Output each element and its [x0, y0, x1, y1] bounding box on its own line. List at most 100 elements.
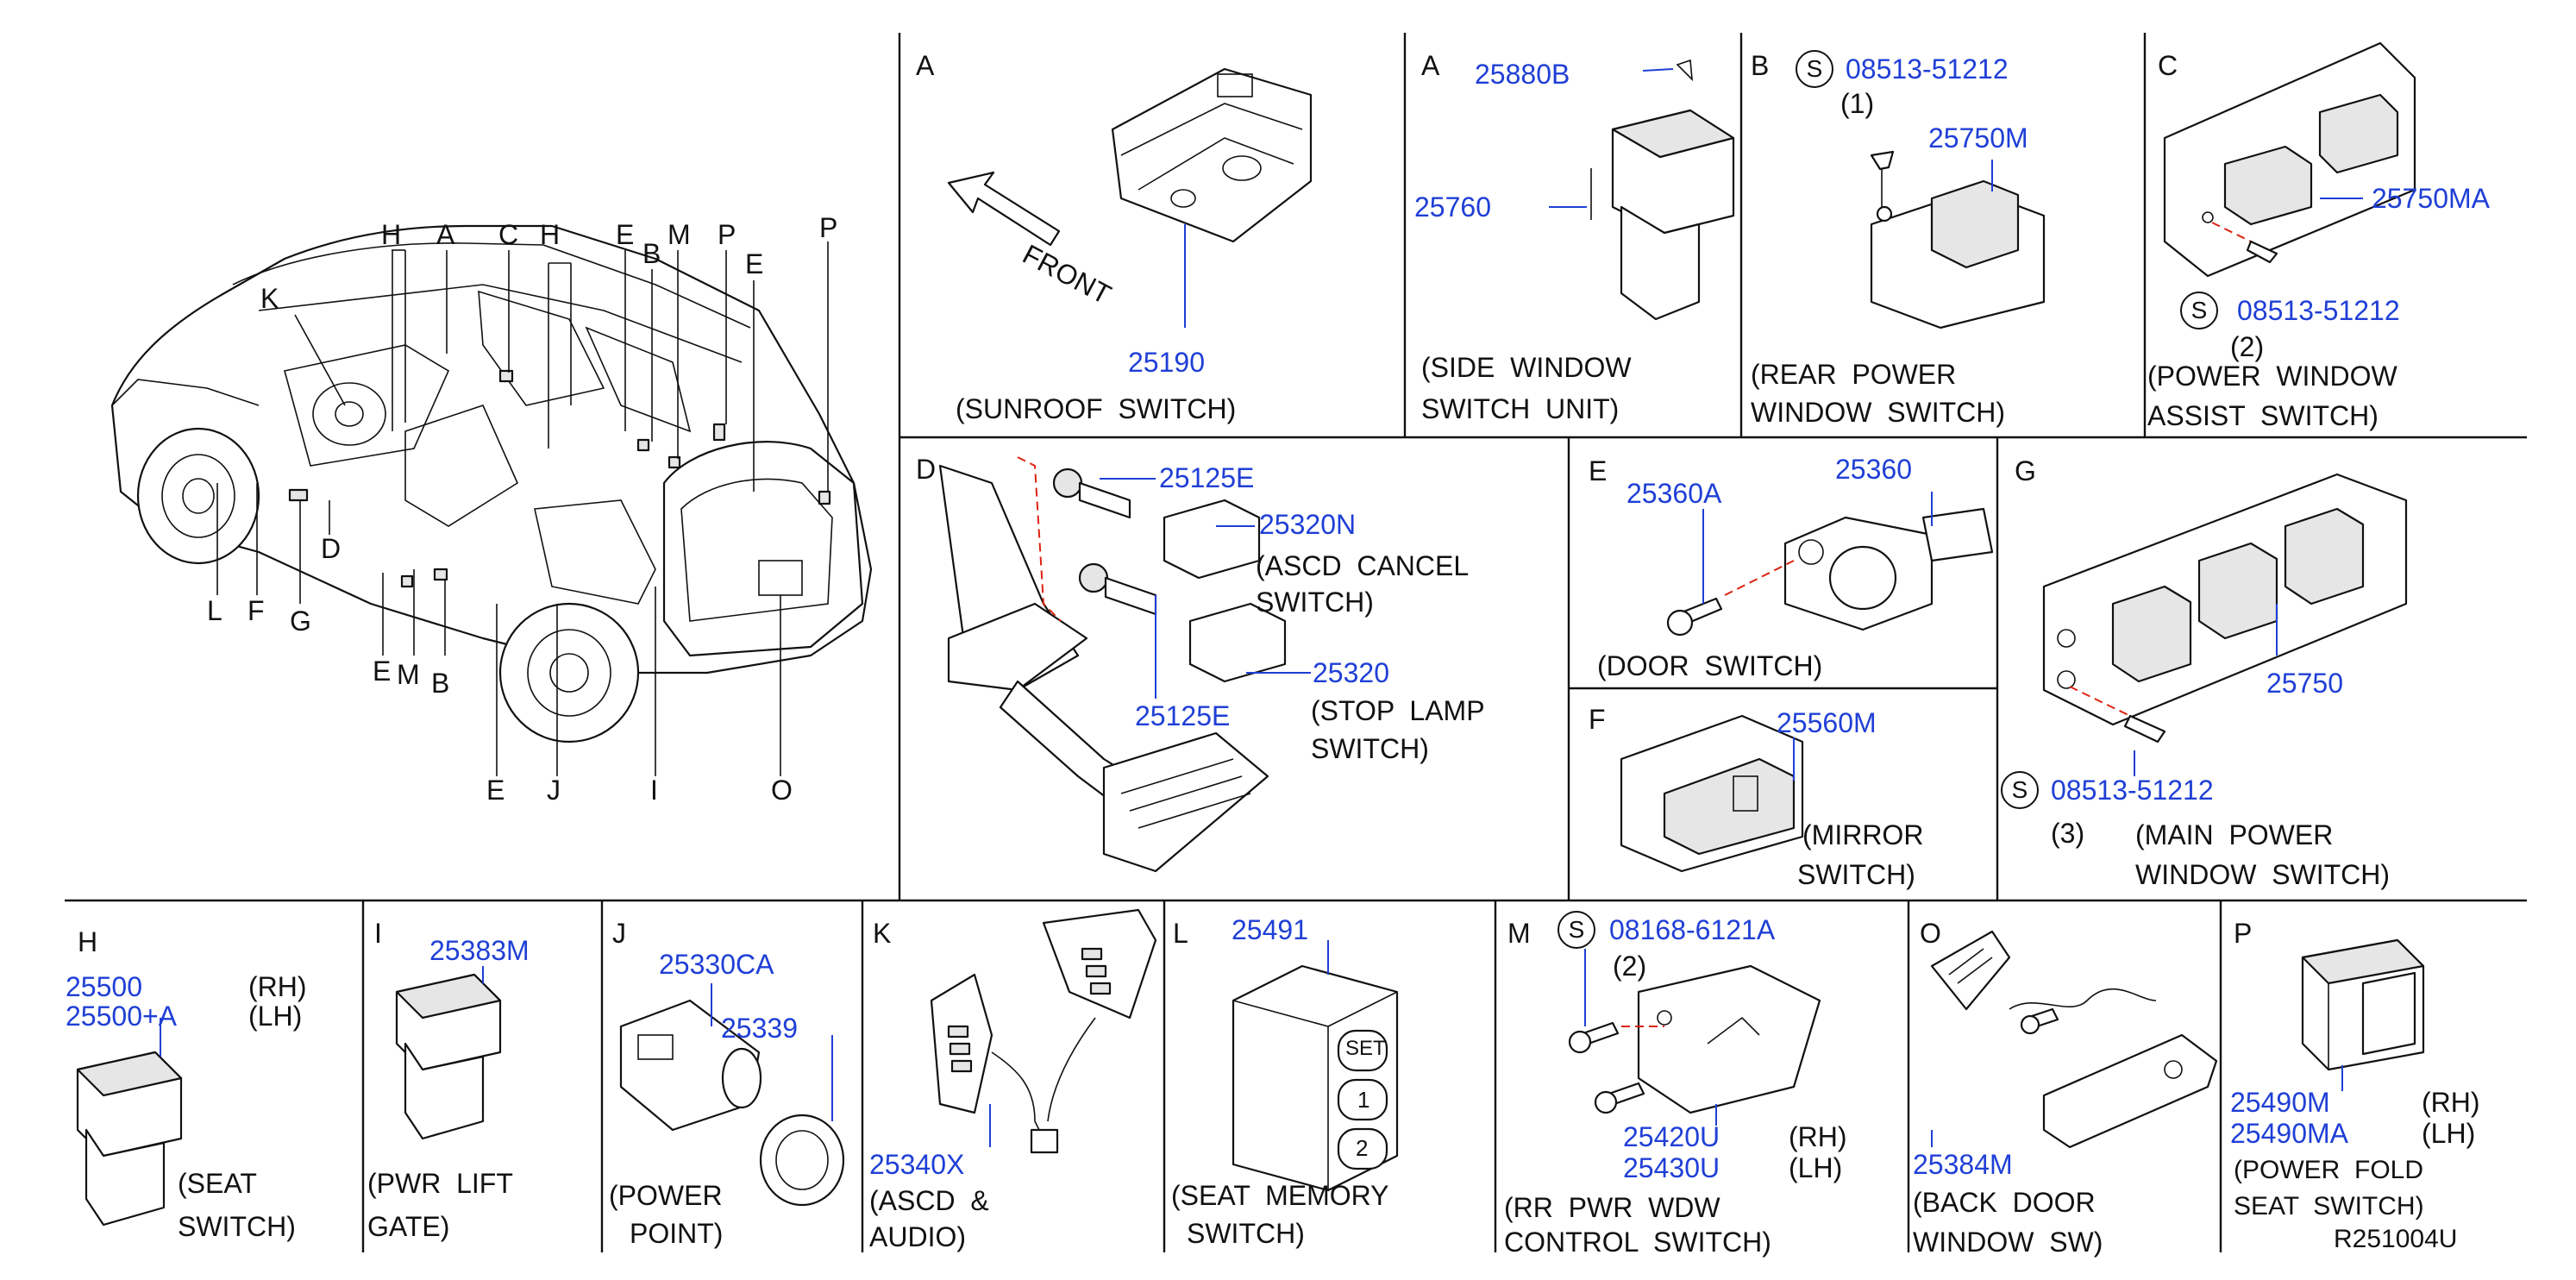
- caption: SWITCH): [1256, 587, 1374, 618]
- vehicle-label-e4: E: [486, 775, 505, 806]
- part-number: 25750: [2266, 668, 2343, 699]
- vehicle-label-b2: B: [431, 668, 450, 699]
- part-number: 25490MA: [2230, 1118, 2348, 1149]
- standard-part-circle: S: [2180, 292, 2218, 329]
- part-number: 25560M: [1777, 707, 1877, 738]
- part-number: 25360A: [1626, 478, 1722, 509]
- vehicle-label-d: D: [321, 533, 342, 564]
- section-letter: H: [78, 926, 98, 957]
- side-rh: (RH): [1789, 1121, 1847, 1152]
- section-letter: A: [916, 50, 935, 81]
- section-letter: P: [2234, 918, 2253, 949]
- vehicle-label-i: I: [650, 775, 658, 806]
- part-number: 25360: [1835, 454, 1912, 485]
- section-letter: K: [873, 918, 892, 949]
- vehicle-label-m: M: [668, 219, 691, 250]
- section-letter: L: [1173, 918, 1188, 949]
- vehicle-label-e3: E: [373, 656, 392, 687]
- rear-power-window-control-switch-drawing: [1568, 949, 1821, 1126]
- caption: (SEAT MEMORY: [1171, 1180, 1389, 1211]
- caption: (PWR LIFT: [367, 1168, 513, 1199]
- section-letter: F: [1589, 704, 1606, 735]
- quantity: (1): [1840, 88, 1875, 119]
- power-point-drawing: [619, 983, 845, 1207]
- vehicle-label-o: O: [771, 775, 793, 806]
- caption: SEAT SWITCH): [2234, 1192, 2424, 1220]
- vehicle-label-f: F: [248, 595, 265, 626]
- vehicle-label-c: C: [498, 219, 519, 250]
- caption: ASSIST SWITCH): [2147, 400, 2379, 431]
- vehicle-overview-drawing: [110, 224, 873, 776]
- section-letter: A: [1421, 50, 1440, 81]
- section-letter: E: [1589, 455, 1608, 486]
- key-set: SET: [1345, 1037, 1386, 1060]
- power-window-assist-switch-drawing: [2163, 41, 2416, 278]
- quantity: (2): [1613, 951, 1647, 982]
- caption: AUDIO): [869, 1221, 966, 1252]
- section-letter: G: [2015, 455, 2036, 486]
- caption: SWITCH): [178, 1211, 296, 1242]
- caption: (ASCD CANCEL: [1256, 550, 1470, 581]
- part-number: 25500: [66, 971, 142, 1002]
- section-letter: O: [1920, 918, 1941, 949]
- part-number: 25491: [1232, 914, 1308, 945]
- door-switch-drawing: [1666, 492, 1994, 637]
- side-lh: (LH): [1789, 1152, 1843, 1183]
- part-number: 25190: [1128, 347, 1205, 378]
- part-number: 25125E: [1159, 462, 1255, 493]
- vehicle-label-a: A: [436, 219, 455, 250]
- section-letter: I: [374, 918, 382, 949]
- vehicle-label-k: K: [260, 283, 279, 314]
- standard-part-circle: S: [1796, 50, 1833, 88]
- caption: (DOOR SWITCH): [1597, 650, 1823, 681]
- part-number: 25490M: [2230, 1087, 2330, 1118]
- caption: POINT): [630, 1218, 724, 1249]
- part-number: 25320N: [1259, 509, 1357, 540]
- caption: (MIRROR: [1802, 819, 1924, 850]
- vehicle-label-e: E: [616, 219, 635, 250]
- section-letter: J: [612, 918, 626, 949]
- part-number: 08513-51212: [2237, 295, 2400, 326]
- vehicle-label-g: G: [290, 605, 311, 637]
- mirror-switch-drawing: [1620, 714, 1804, 873]
- part-number: 25384M: [1913, 1149, 2013, 1180]
- vehicle-label-m2: M: [397, 659, 420, 690]
- ascd-audio-switch-drawing: [930, 908, 1157, 1154]
- key-2: 2: [1356, 1135, 1369, 1161]
- vehicle-label-b: B: [642, 238, 661, 269]
- part-number: 25880B: [1475, 59, 1570, 90]
- power-fold-seat-switch-drawing: [2301, 938, 2425, 1091]
- caption: (ASCD &: [869, 1185, 989, 1216]
- side-lh: (LH): [2422, 1118, 2476, 1149]
- part-number: 25760: [1414, 191, 1491, 223]
- key-1: 1: [1357, 1087, 1370, 1113]
- section-letter: C: [2158, 50, 2178, 81]
- part-number: 25430U: [1623, 1152, 1720, 1183]
- vehicle-label-p2: P: [819, 212, 838, 243]
- caption: CONTROL SWITCH): [1504, 1227, 1771, 1258]
- caption: (SEAT: [178, 1168, 257, 1199]
- part-number: 25420U: [1623, 1121, 1720, 1152]
- standard-part-circle: S: [2001, 771, 2039, 809]
- vehicle-label-h: H: [381, 219, 402, 250]
- part-number: 25750MA: [2372, 183, 2490, 214]
- caption: GATE): [367, 1211, 450, 1242]
- part-number: 25339: [721, 1013, 798, 1044]
- vehicle-label-p: P: [718, 219, 736, 250]
- caption: SWITCH UNIT): [1421, 393, 1620, 424]
- diagram-reference-code: R251004U: [2334, 1225, 2458, 1253]
- standard-part-circle: S: [1558, 911, 1595, 949]
- caption: (REAR POWER: [1751, 359, 1957, 390]
- caption: (SIDE WINDOW: [1421, 352, 1632, 383]
- power-lift-gate-switch-drawing: [395, 966, 502, 1140]
- caption: WINDOW SWITCH): [2135, 859, 2391, 890]
- caption: SWITCH): [1797, 859, 1915, 890]
- part-number: 25750M: [1928, 122, 2028, 154]
- caption: (MAIN POWER: [2135, 819, 2334, 850]
- side-lh: (LH): [248, 1001, 303, 1032]
- caption: WINDOW SW): [1913, 1227, 2103, 1258]
- back-door-window-switch-drawing: [1930, 930, 2218, 1149]
- seat-memory-switch-drawing: [1232, 940, 1399, 1192]
